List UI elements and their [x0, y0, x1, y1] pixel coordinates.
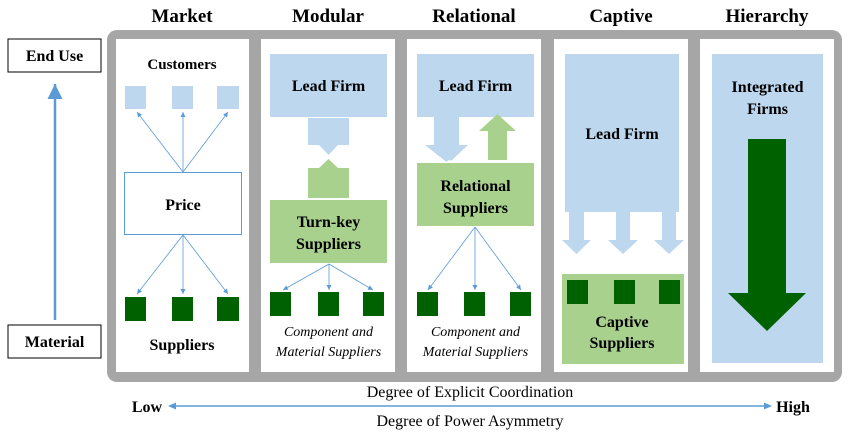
- relational-to-component-arrow: [427, 226, 476, 291]
- lead-firm-label: Lead Firm: [292, 78, 366, 95]
- component-label-line1: Component and: [284, 325, 374, 340]
- price-label: Price: [165, 197, 201, 214]
- lead-firm-box: [270, 54, 387, 117]
- lead-firm-label: Lead Firm: [585, 126, 659, 143]
- down-arrow-icon-body: [425, 117, 468, 162]
- captive-label-line1: Captive: [595, 314, 648, 331]
- integrated-label-line2: Firms: [747, 101, 788, 118]
- price-to-supplier-arrow: [182, 234, 229, 295]
- component-square: [464, 292, 485, 316]
- component-label-line1: Component and: [431, 325, 521, 340]
- column-title-captive: Captive: [589, 6, 652, 27]
- supplier-square: [217, 297, 239, 321]
- turnkey-to-component-arrow: [282, 263, 330, 291]
- turnkey-to-component-arrow: [328, 263, 374, 291]
- end-use-label: End Use: [26, 48, 83, 65]
- turnkey-label-line1: Turn-key: [297, 214, 360, 231]
- column-title-relational: Relational: [432, 6, 515, 27]
- integrated-label-line1: Integrated: [732, 79, 804, 96]
- column-title-market: Market: [151, 6, 213, 27]
- suppliers-label: Suppliers: [150, 337, 215, 354]
- end-use-box: [7, 38, 102, 73]
- captive-label-line2: Suppliers: [590, 335, 655, 352]
- supplier-square: [172, 297, 193, 321]
- customer-square: [172, 86, 193, 109]
- high-label: High: [776, 399, 810, 416]
- down-arrow-icon: [562, 212, 591, 254]
- customers-label: Customers: [147, 57, 216, 73]
- relational-to-component-arrow: [474, 226, 522, 291]
- low-label: Low: [132, 399, 163, 416]
- turnkey-label-line2: Suppliers: [296, 236, 361, 253]
- up-arrow-icon: [479, 114, 516, 160]
- component-square: [417, 292, 438, 316]
- lead-firm-box: [565, 54, 679, 212]
- component-square: [510, 292, 531, 316]
- column-title-hierarchy: Hierarchy: [725, 6, 809, 27]
- turnkey-suppliers-box: [270, 200, 387, 263]
- power-caption: Degree of Power Asymmetry: [376, 413, 563, 430]
- left-arrowhead-icon: [168, 402, 176, 410]
- down-arrow-icon: [608, 212, 638, 254]
- price-to-customer-arrow: [136, 111, 184, 173]
- component-label-line2: Material Suppliers: [422, 345, 529, 360]
- customer-square: [217, 86, 239, 109]
- down-arrow-icon: [308, 118, 349, 155]
- right-arrowhead-icon: [764, 402, 772, 410]
- market-diagram: Customers Price Suppliers: [124, 57, 242, 354]
- modular-diagram: Lead Firm Turn-key Suppliers Component a…: [270, 54, 387, 360]
- hierarchy-diagram: Integrated Firms: [712, 54, 823, 363]
- component-square: [318, 292, 339, 316]
- relational-diagram: Lead Firm Relational Suppliers Component…: [417, 54, 534, 360]
- component-label-line2: Material Suppliers: [275, 345, 382, 360]
- component-square: [567, 280, 588, 304]
- lead-firm-label: Lead Firm: [439, 78, 513, 95]
- price-box: [124, 172, 242, 235]
- relational-label-line1: Relational: [440, 178, 511, 195]
- component-square: [363, 292, 384, 316]
- material-box: [7, 324, 102, 359]
- price-to-supplier-arrow: [136, 234, 184, 295]
- component-square: [270, 292, 291, 316]
- lead-firm-box: [417, 54, 534, 117]
- column-title-modular: Modular: [292, 6, 364, 27]
- material-label: Material: [25, 334, 85, 351]
- down-arrow-icon: [654, 212, 684, 254]
- up-arrow-icon: [308, 159, 349, 198]
- relational-suppliers-box: [417, 163, 534, 226]
- price-to-customer-arrow: [182, 111, 229, 173]
- supplier-square: [125, 297, 146, 321]
- component-square: [659, 280, 680, 304]
- relational-label-line2: Suppliers: [443, 200, 508, 217]
- down-arrow-icon: [728, 139, 806, 331]
- captive-diagram: Lead Firm Captive Suppliers: [562, 54, 684, 364]
- component-square: [614, 280, 635, 304]
- coordination-caption: Degree of Explicit Coordination: [367, 384, 574, 401]
- customer-square: [125, 86, 146, 109]
